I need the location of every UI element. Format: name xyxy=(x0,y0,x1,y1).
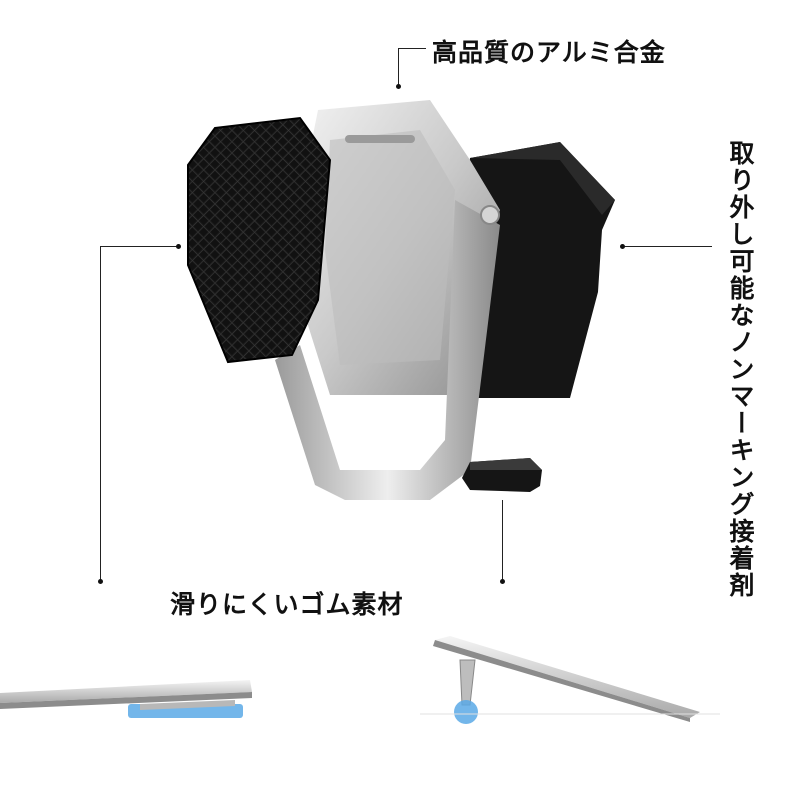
material-leader-horizontal xyxy=(398,48,426,49)
foot-leader-dot xyxy=(500,579,505,584)
laptop-folded xyxy=(0,680,252,718)
material-label: 高品質のアルミ合金 xyxy=(432,38,666,67)
removable-leader xyxy=(622,246,712,247)
folding-leg xyxy=(275,200,500,500)
removable-label: 取り外し可能なノンマーキング接着剤 xyxy=(726,140,755,599)
foot-leader-vertical xyxy=(502,500,503,582)
laptop-raised xyxy=(420,636,720,724)
rubber-leader-dot-bottom xyxy=(98,579,103,584)
rubber-label: 滑りにくいゴム素材 xyxy=(170,590,404,619)
rubber-foot xyxy=(462,458,542,492)
rubber-pad xyxy=(187,116,332,364)
material-leader-dot xyxy=(396,84,401,89)
rubber-leader-horizontal xyxy=(100,246,178,247)
material-leader-vertical xyxy=(398,48,399,86)
rubber-leader-dot-top xyxy=(176,244,181,249)
removable-leader-dot xyxy=(620,244,625,249)
rubber-leader-vertical xyxy=(100,246,101,582)
